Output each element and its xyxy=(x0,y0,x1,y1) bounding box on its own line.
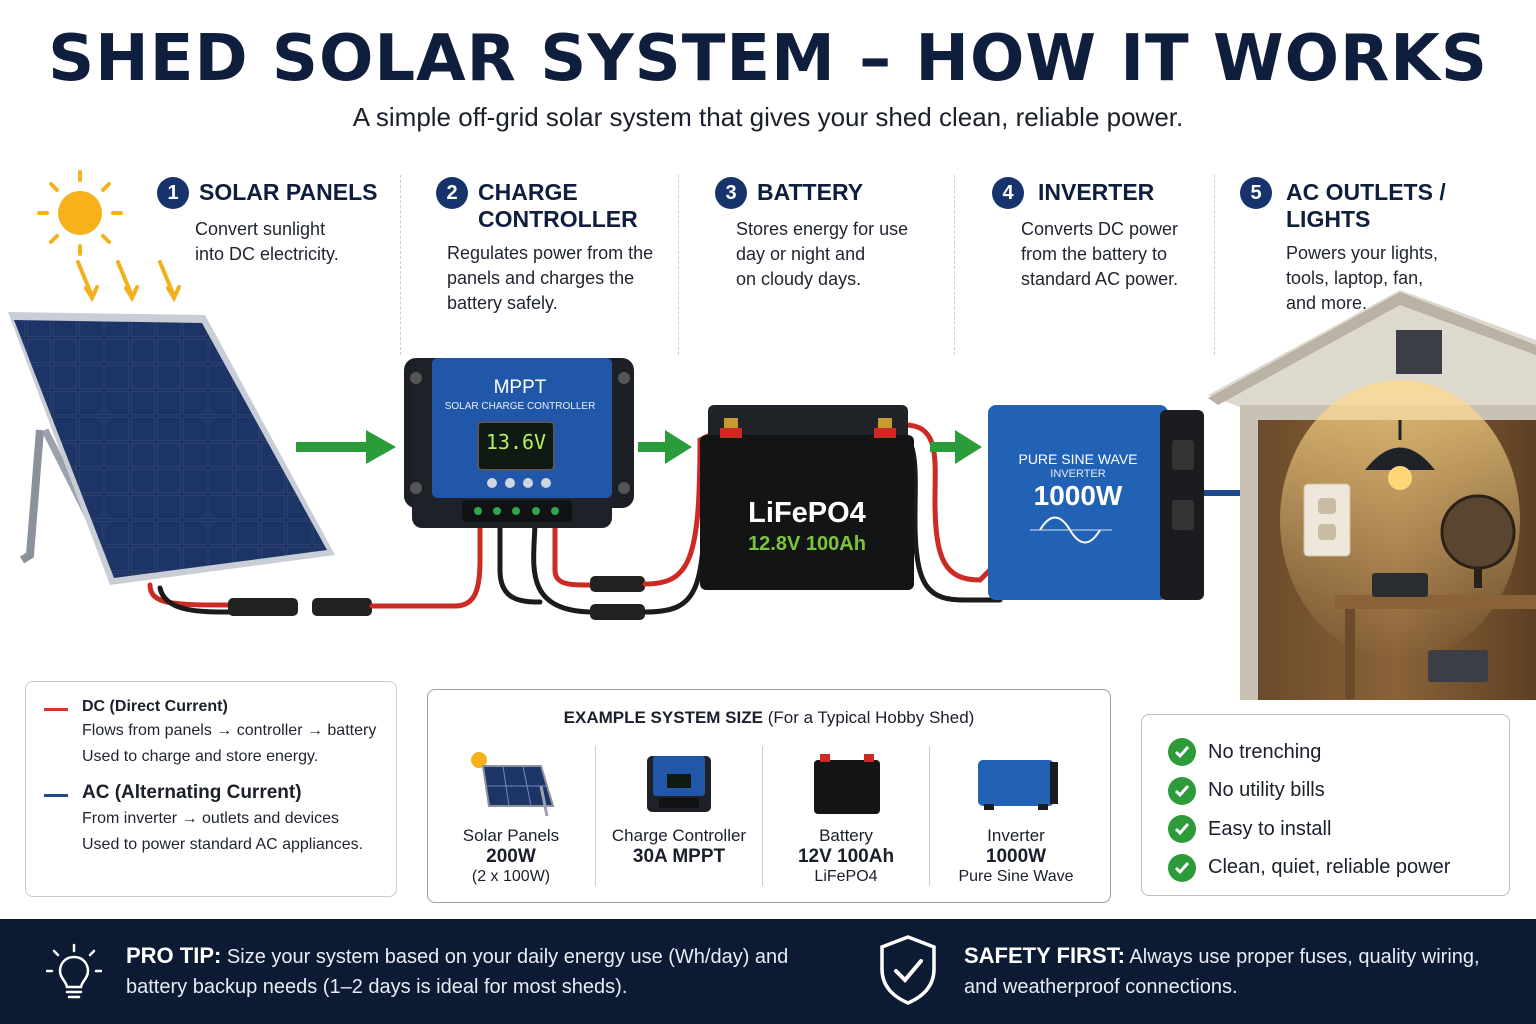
battery-chemistry: LiFePO4 xyxy=(748,497,866,529)
example-item-name: Charge Controller xyxy=(611,826,747,845)
inverter-icon xyxy=(978,760,1058,810)
example-inverter: Inverter 1000W Pure Sine Wave xyxy=(930,746,1102,896)
current-legend: DC (Direct Current) Flows from panels → … xyxy=(25,681,397,897)
step-title: AC OUTLETS / LIGHTS xyxy=(1286,179,1446,232)
battery-icon xyxy=(814,754,880,814)
example-battery: Battery 12V 100Ah LiFePO4 xyxy=(763,746,929,896)
step-description: Converts DC power from the battery to st… xyxy=(1021,219,1179,289)
legend-dc-title: DC (Direct Current) xyxy=(82,698,228,715)
inverter-power: 1000W xyxy=(1034,480,1123,511)
check-icon xyxy=(1168,853,1196,882)
benefit-item: Easy to install xyxy=(1168,810,1509,849)
example-item-name: Inverter xyxy=(987,826,1045,845)
check-icon xyxy=(1168,815,1196,844)
footer-tips: PRO TIP: Size your system based on your … xyxy=(0,919,1536,1024)
example-item-spec: 30A MPPT xyxy=(632,846,726,867)
example-divider xyxy=(762,746,763,886)
pro-tip: PRO TIP: Size your system based on your … xyxy=(126,943,789,998)
benefit-text: Clean, quiet, reliable power xyxy=(1208,856,1451,879)
solar-panel-icon xyxy=(471,752,555,817)
lightbulb-icon xyxy=(46,943,102,999)
benefit-item: No utility bills xyxy=(1168,772,1509,811)
step-number: 4 xyxy=(992,177,1024,209)
step-divider xyxy=(400,175,401,355)
benefit-text: No trenching xyxy=(1208,740,1322,763)
dc-line-swatch xyxy=(44,708,68,711)
legend-ac-title: AC (Alternating Current) xyxy=(82,782,302,803)
step-divider xyxy=(954,175,955,355)
example-item-note: LiFePO4 xyxy=(814,868,878,885)
controller-brand: MPPT xyxy=(494,377,547,398)
sun-icon xyxy=(37,170,181,303)
step-title: CHARGE CONTROLLER xyxy=(478,179,638,232)
step-divider xyxy=(678,175,679,355)
battery-spec: 12.8V 100Ah xyxy=(748,533,866,555)
benefit-item: No trenching xyxy=(1168,733,1509,772)
system-illustration: MPPT SOLAR CHARGE CONTROLLER 13.6V LiFeP… xyxy=(8,170,1536,700)
step-description: Stores energy for use day or night and o… xyxy=(736,219,909,289)
shield-check-icon xyxy=(880,935,936,1005)
example-system-size: EXAMPLE SYSTEM SIZE (For a Typical Hobby… xyxy=(427,689,1111,903)
example-item-note: Pure Sine Wave xyxy=(958,868,1074,885)
controller-label: SOLAR CHARGE CONTROLLER xyxy=(445,401,596,412)
example-item-note: (2 x 100W) xyxy=(471,868,551,885)
page-subtitle: A simple off-grid solar system that give… xyxy=(352,102,1184,132)
inverter-illustration xyxy=(988,405,1204,600)
step-number: 3 xyxy=(715,177,747,209)
step-title: BATTERY xyxy=(757,179,864,205)
step-description: Convert sunlight into DC electricity. xyxy=(195,219,339,264)
step-description: Powers your lights, tools, laptop, fan, … xyxy=(1286,243,1439,313)
check-icon xyxy=(1168,738,1196,767)
legend-dc: DC (Direct Current) Flows from panels → … xyxy=(44,698,378,770)
step-divider xyxy=(1214,175,1215,355)
step-number: 1 xyxy=(157,177,189,209)
example-item-spec: 200W xyxy=(486,846,536,867)
example-charge-controller: Charge Controller 30A MPPT xyxy=(596,746,762,896)
example-divider xyxy=(929,746,930,886)
charge-controller-illustration xyxy=(404,358,634,528)
example-item-spec: 1000W xyxy=(985,846,1047,867)
charge-controller-icon xyxy=(647,756,711,812)
battery-illustration xyxy=(700,405,914,590)
step-title: INVERTER xyxy=(1038,179,1155,205)
check-icon xyxy=(1168,776,1196,805)
step-number: 2 xyxy=(436,177,468,209)
example-item-name: Solar Panels xyxy=(462,826,560,845)
legend-ac-line2: Used to power standard AC appliances. xyxy=(82,836,364,853)
step-charge-controller: 2 CHARGE CONTROLLER Regulates power from … xyxy=(436,176,653,316)
inverter-type: PURE SINE WAVE xyxy=(1018,451,1137,467)
example-item-name: Battery xyxy=(819,826,873,845)
step-description: Regulates power from the panels and char… xyxy=(447,243,654,313)
solar-panel-illustration xyxy=(8,312,335,585)
shed-illustration xyxy=(1208,290,1536,700)
benefit-text: No utility bills xyxy=(1208,779,1325,802)
step-title: SOLAR PANELS xyxy=(199,179,378,205)
flow-arrows xyxy=(296,430,982,464)
legend-ac: AC (Alternating Current) From inverter →… xyxy=(44,782,378,858)
step-inverter: 4 INVERTER Converts DC power from the bat… xyxy=(992,176,1178,292)
example-title: EXAMPLE SYSTEM SIZE (For a Typical Hobby… xyxy=(563,708,975,727)
step-ac-outlets: 5 AC OUTLETS / LIGHTS Powers your lights,… xyxy=(1240,176,1536,316)
benefit-text: Easy to install xyxy=(1208,817,1332,840)
benefit-item: Clean, quiet, reliable power xyxy=(1168,849,1509,888)
benefits-list: No trenching No utility bills Easy to in… xyxy=(1141,714,1510,896)
step-number: 5 xyxy=(1240,177,1272,209)
safety-first: SAFETY FIRST: Always use proper fuses, q… xyxy=(964,943,1480,998)
page-title: SHED SOLAR SYSTEM – HOW IT WORKS xyxy=(48,22,1488,96)
legend-ac-line1: From inverter → outlets and devices xyxy=(82,810,339,827)
inverter-label: INVERTER xyxy=(1050,468,1105,480)
legend-dc-line1: Flows from panels → controller → battery xyxy=(82,722,377,739)
controller-display: 13.6V xyxy=(486,430,546,454)
ac-line-swatch xyxy=(44,794,68,797)
legend-dc-line2: Used to charge and store energy. xyxy=(82,748,319,765)
step-battery: 3 BATTERY Stores energy for use day or ni… xyxy=(715,176,908,292)
example-item-spec: 12V 100Ah xyxy=(797,846,895,867)
step-solar-panels: 1 SOLAR PANELS Convert sunlight into DC e… xyxy=(157,176,377,267)
example-solar-panels: Solar Panels 200W (2 x 100W) xyxy=(428,746,594,896)
example-divider xyxy=(595,746,596,886)
